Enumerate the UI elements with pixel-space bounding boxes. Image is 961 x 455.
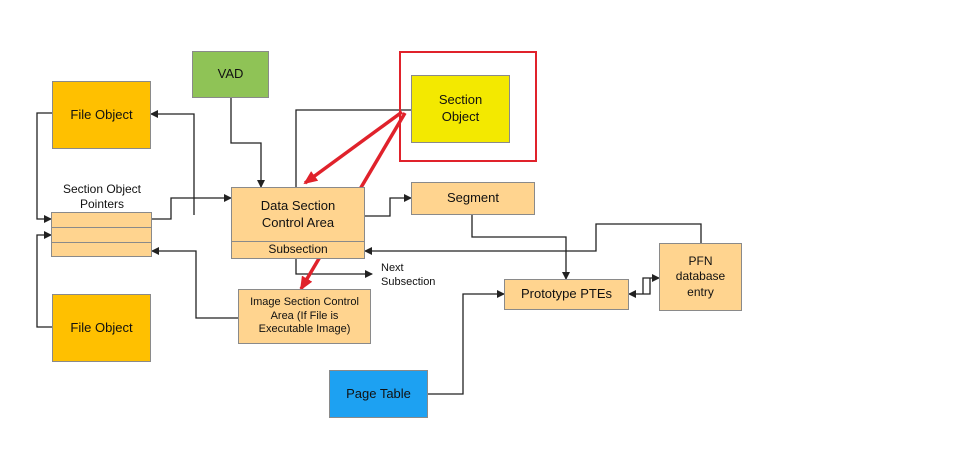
control-area-to-file-object-line: [150, 110, 195, 215]
subsection-to-next-subsection-line: [295, 258, 373, 278]
data-section-control-area-label: Data Section Control Area: [260, 197, 336, 230]
section-object-node[interactable]: Section Object: [411, 75, 510, 143]
section-object-label: Section Object: [438, 92, 483, 124]
file-object-bottom-node[interactable]: File Object: [52, 294, 151, 362]
image-section-control-area-node[interactable]: Image Section Control Area (If File is E…: [238, 289, 371, 344]
prototype-ptes-label: Prototype PTEs: [520, 286, 613, 302]
file-object-top-node[interactable]: File Object: [52, 81, 151, 149]
section-object-to-control-area-line: [295, 109, 411, 187]
segment-node[interactable]: Segment: [411, 182, 535, 215]
pointers-to-control-area-line: [151, 194, 232, 220]
vad-node[interactable]: VAD: [192, 51, 269, 98]
pfn-database-entry-label: PFN database entry: [675, 253, 726, 299]
data-section-control-area-node[interactable]: Data Section Control Area: [231, 187, 365, 242]
segment-to-prototype-ptes-line: [471, 215, 570, 280]
image-section-control-area-label: Image Section Control Area (If File is E…: [250, 295, 359, 336]
section-object-pointers-label: Section Object Pointers: [62, 182, 142, 211]
pointer-row-divider: [52, 227, 151, 228]
pfn-prototype-ptes-line: [642, 274, 660, 294]
vad-label: VAD: [217, 66, 244, 82]
subsection-node[interactable]: Subsection: [231, 241, 365, 259]
page-table-to-prototype-ptes-line: [428, 290, 505, 395]
file-object-top-label: File Object: [70, 106, 133, 122]
image-control-area-to-pointers-line: [151, 247, 238, 319]
section-object-pointers-node[interactable]: [51, 212, 152, 257]
prototype-ptes-pfn-line: [628, 278, 651, 298]
page-table-label: Page Table: [346, 385, 411, 401]
red-arrow-to-data-control-area: [303, 110, 404, 185]
page-table-node[interactable]: Page Table: [329, 370, 428, 418]
segment-label: Segment: [446, 190, 500, 206]
subsection-label: Subsection: [268, 242, 328, 257]
file-object-bottom-label: File Object: [70, 319, 133, 335]
control-area-to-segment-line: [365, 194, 412, 217]
next-subsection-label: Next Subsection: [381, 262, 436, 288]
pfn-database-entry-node[interactable]: PFN database entry: [659, 243, 742, 311]
pointer-row-divider: [52, 242, 151, 243]
file-object-bottom-to-pointers-line: [36, 231, 52, 328]
section-object-highlight-frame: [399, 51, 537, 162]
prototype-ptes-node[interactable]: Prototype PTEs: [504, 279, 629, 310]
vad-to-control-area-line: [230, 98, 265, 188]
file-object-top-to-pointers-line: [36, 112, 52, 223]
pfn-to-subsection-line: [364, 223, 702, 255]
